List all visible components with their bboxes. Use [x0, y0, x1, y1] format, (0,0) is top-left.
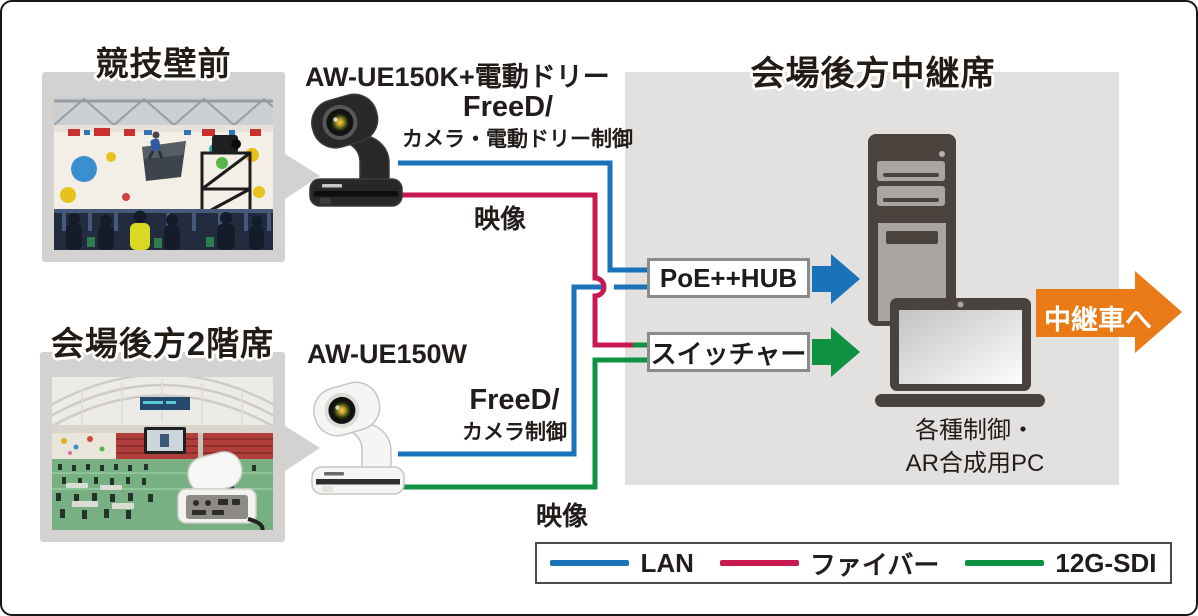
output-arrow-label: 中継車へ — [1044, 305, 1152, 335]
legend-label-fiber: ファイバー — [809, 549, 940, 580]
pc-caption-line2: AR合成用PC — [905, 450, 1045, 477]
photo-venue — [40, 352, 285, 542]
ptz-camera-black — [309, 93, 403, 207]
climber-figure — [147, 131, 164, 160]
ptz-camera-white — [311, 381, 405, 495]
white-camera-in-photo — [177, 451, 265, 530]
fiber-line-swatch — [719, 560, 799, 566]
switcher-box: スイッチャー — [647, 332, 810, 372]
legend-label-lan: LAN — [640, 547, 694, 578]
climbing-wall-photo-art — [54, 97, 273, 250]
fiber-hop-casing — [594, 268, 614, 306]
legend-label-sdi: 12G-SDI — [1055, 547, 1157, 578]
camera2-control-label: FreeD/ カメラ制御 — [422, 385, 607, 446]
sdi-line-swatch — [965, 560, 1045, 566]
pc-caption-line1: 各種制御・ — [915, 417, 1035, 444]
legend-item-sdi: 12G-SDI — [965, 547, 1157, 579]
scene-bottom-title: 会場後方2階席 — [50, 325, 275, 362]
legend: LAN ファイバー 12G-SDI — [535, 542, 1172, 584]
lan-line-swatch — [550, 560, 630, 566]
camera1-model-label: AW-UE150K+電動ドリー — [305, 62, 610, 92]
pc-caption: 各種制御・ AR合成用PC — [875, 414, 1075, 480]
legend-item-lan: LAN — [550, 547, 694, 579]
camera2-model-label: AW-UE150W — [307, 339, 467, 369]
camera1-video-label: 映像 — [473, 204, 526, 234]
station-title: 会場後方中継席 — [750, 55, 996, 93]
camera1-control-label: FreeD/ カメラ・電動ドリー制御 — [402, 91, 633, 153]
legend-item-fiber: ファイバー — [719, 545, 940, 582]
photo-climbing-wall — [42, 72, 285, 262]
camera1-freed-label: FreeD/ — [462, 91, 554, 123]
poe-hub-box: PoE++HUB — [647, 258, 810, 298]
camera2-control-detail: カメラ制御 — [462, 421, 567, 445]
scene-top-title: 競技壁前 — [95, 45, 232, 82]
camera2-video-label: 映像 — [535, 501, 588, 531]
hi-vis-vest — [130, 223, 150, 250]
laptop — [875, 298, 1045, 407]
camera1-control-detail: カメラ・電動ドリー制御 — [402, 128, 633, 152]
camera2-freed-label: FreeD/ — [469, 384, 560, 416]
venue-photo-art — [52, 377, 273, 530]
